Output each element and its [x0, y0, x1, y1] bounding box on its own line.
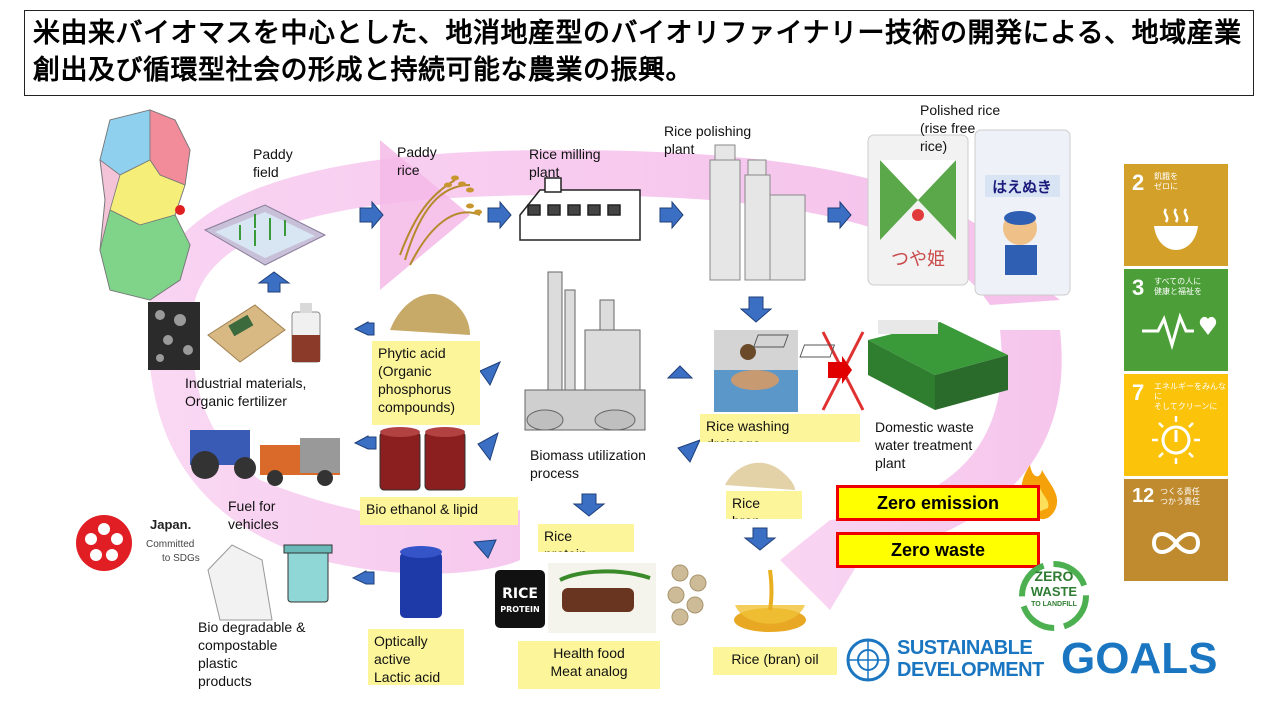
bio-degradable-label: Bio degradable & compostable plastic pro… — [198, 619, 306, 689]
cherry-blossom-icon — [76, 515, 132, 571]
sdg-logo: SUSTAINABLE DEVELOPMENT GOALS — [843, 635, 1243, 685]
health-food-box: Health food Meat analog — [518, 641, 660, 689]
zero-badge-line1: ZERO — [1034, 568, 1074, 584]
japan-logo-line2: Committed — [146, 539, 195, 550]
phytic-acid-powder-icon — [390, 294, 470, 335]
cycle-ring-left — [148, 300, 521, 574]
haenuki-rice-bag-icon: はえぬき — [974, 129, 1071, 296]
rice-polishing-label: Rice polishing plant — [664, 123, 752, 157]
flow-arrow-1 — [359, 200, 384, 230]
flow-arrow-4 — [827, 200, 852, 230]
rice-bran-pile-icon — [725, 462, 795, 490]
heartbeat-icon — [1142, 312, 1217, 351]
polished-rice-label: Polished rice (rise free rice) — [920, 102, 1001, 154]
flow-arrow-9 — [351, 570, 375, 585]
flow-arrow-5 — [739, 296, 773, 323]
rice-bran-oil-box: Rice (bran) oil — [713, 647, 837, 675]
paddy-field-label: Paddy field — [253, 146, 293, 180]
sdg-tile-7-number: 7 — [1132, 380, 1145, 405]
meat-analog-icon — [548, 563, 656, 633]
sdg-tile-12: 12 つくる責任 つかう責任 — [1124, 479, 1228, 581]
flow-arrow-15 — [572, 493, 606, 517]
rice-milling-plant-icon — [519, 177, 641, 241]
sdg-logo-line2: DEVELOPMENT — [897, 659, 1044, 681]
rice-protein-jar-icon: RICE PROTEIN — [495, 570, 545, 628]
phytic-acid-box: Phytic acid (Organic phosphorus compound… — [372, 341, 480, 425]
lactic-acid-box: Optically active Lactic acid — [368, 629, 464, 685]
rice-protein-jar-sublabel: PROTEIN — [500, 605, 539, 614]
flow-arrow-6 — [257, 271, 291, 293]
industrial-materials-label: Industrial materials, Organic fertilizer — [185, 375, 307, 409]
flow-arrow-13 — [666, 365, 694, 379]
japan-sdgs-logo: Japan. Committed to SDGs — [74, 513, 204, 573]
zero-waste-box: Zero waste — [836, 532, 1040, 568]
rice-polishing-plant-icon — [709, 144, 806, 281]
bowl-icon — [1154, 208, 1198, 250]
haenuki-label: はえぬき — [992, 178, 1052, 196]
infinity-icon — [1151, 532, 1201, 554]
rice-bran-oil-icon — [734, 569, 806, 632]
flow-arrow-7 — [353, 321, 375, 336]
cycle-ring-top — [150, 150, 1060, 305]
un-emblem-icon — [846, 638, 890, 682]
flow-arrow-8 — [353, 435, 377, 450]
rice-bran-box: Rice bran — [726, 491, 802, 519]
japan-map-icon — [99, 109, 191, 301]
wastewater-plant-icon — [753, 320, 1008, 410]
bio-ethanol-box: Bio ethanol & lipid — [360, 497, 518, 525]
sdg-tile-7: 7 エネルギーをみんなに そしてクリーンに — [1124, 374, 1228, 476]
red-arrow-icon — [828, 356, 852, 384]
sdg-tile-2-number: 2 — [1132, 170, 1145, 195]
flow-arrow-11 — [477, 431, 499, 462]
sdg-logo-line1: SUSTAINABLE — [897, 637, 1033, 659]
tractor-truck-icon — [190, 430, 340, 486]
flow-arrows — [257, 200, 852, 585]
flow-arrow-12 — [472, 539, 497, 559]
rice-washing-box: Rice washing drainage — [700, 414, 860, 442]
rice-protein-box: Rice protein — [538, 524, 634, 552]
flow-arrow-10 — [479, 361, 501, 387]
zero-badge-line3: TO LANDFILL — [1031, 601, 1077, 608]
sdg-tile-12-text: つくる責任 つかう責任 — [1160, 487, 1200, 506]
sdg-tile-2: 2 飢餓を ゼロに — [1124, 164, 1228, 266]
lactic-acid-barrel-icon — [400, 546, 442, 618]
biomass-plant-icon — [524, 271, 646, 431]
tsuyahime-label: つや姫 — [891, 249, 945, 270]
page-title: 米由来バイオマスを中心とした、地消地産型のバイオリファイナリー技術の開発による、… — [24, 10, 1254, 96]
sdg-tile-2-text: 飢餓を ゼロに — [1154, 172, 1178, 191]
rice-milling-label: Rice milling plant — [529, 146, 601, 180]
sdg-tile-12-number: 12 — [1132, 485, 1155, 507]
bio-ethanol-drums-icon — [379, 427, 466, 491]
zero-waste-badge: ZERO WASTE TO LANDFILL — [1016, 561, 1092, 631]
flow-arrow-14 — [677, 439, 701, 463]
biomass-process-label: Biomass utilization process — [530, 447, 646, 481]
rice-protein-jar-label: RICE — [502, 586, 538, 602]
rice-washing-photo-icon — [714, 330, 798, 412]
paddy-field-icon — [203, 204, 327, 266]
flow-arrow-16 — [743, 527, 777, 551]
industrial-materials-icon — [148, 302, 321, 370]
paddy-rice-label: Paddy rice — [397, 144, 437, 178]
domestic-waste-label: Domestic waste water treatment plant — [875, 419, 974, 471]
power-sun-icon — [1152, 416, 1200, 464]
zero-badge-line2: WASTE — [1030, 584, 1078, 599]
sdg-logo-goals: GOALS — [1061, 634, 1218, 683]
zero-emission-box: Zero emission — [836, 485, 1040, 521]
flow-arrow-2 — [487, 200, 512, 230]
recycle-arrows-icon — [1019, 561, 1089, 631]
japan-logo-line3: to SDGs — [162, 553, 200, 564]
tablets-icon — [667, 564, 707, 626]
plastic-bag-bin-icon — [207, 544, 333, 621]
flow-arrow-3 — [659, 200, 684, 230]
sdg-tile-7-text: エネルギーをみんなに そしてクリーンに — [1154, 382, 1226, 411]
sdg-tile-3-number: 3 — [1132, 275, 1145, 300]
japan-logo-line1: Japan. — [150, 517, 192, 532]
fuel-label: Fuel for vehicles — [228, 498, 279, 532]
sdg-tile-3-text: すべての人に 健康と福祉を — [1154, 277, 1202, 296]
tsuyahime-rice-bag-icon: つや姫 — [867, 134, 969, 286]
sdg-tile-3: 3 すべての人に 健康と福祉を — [1124, 269, 1228, 371]
